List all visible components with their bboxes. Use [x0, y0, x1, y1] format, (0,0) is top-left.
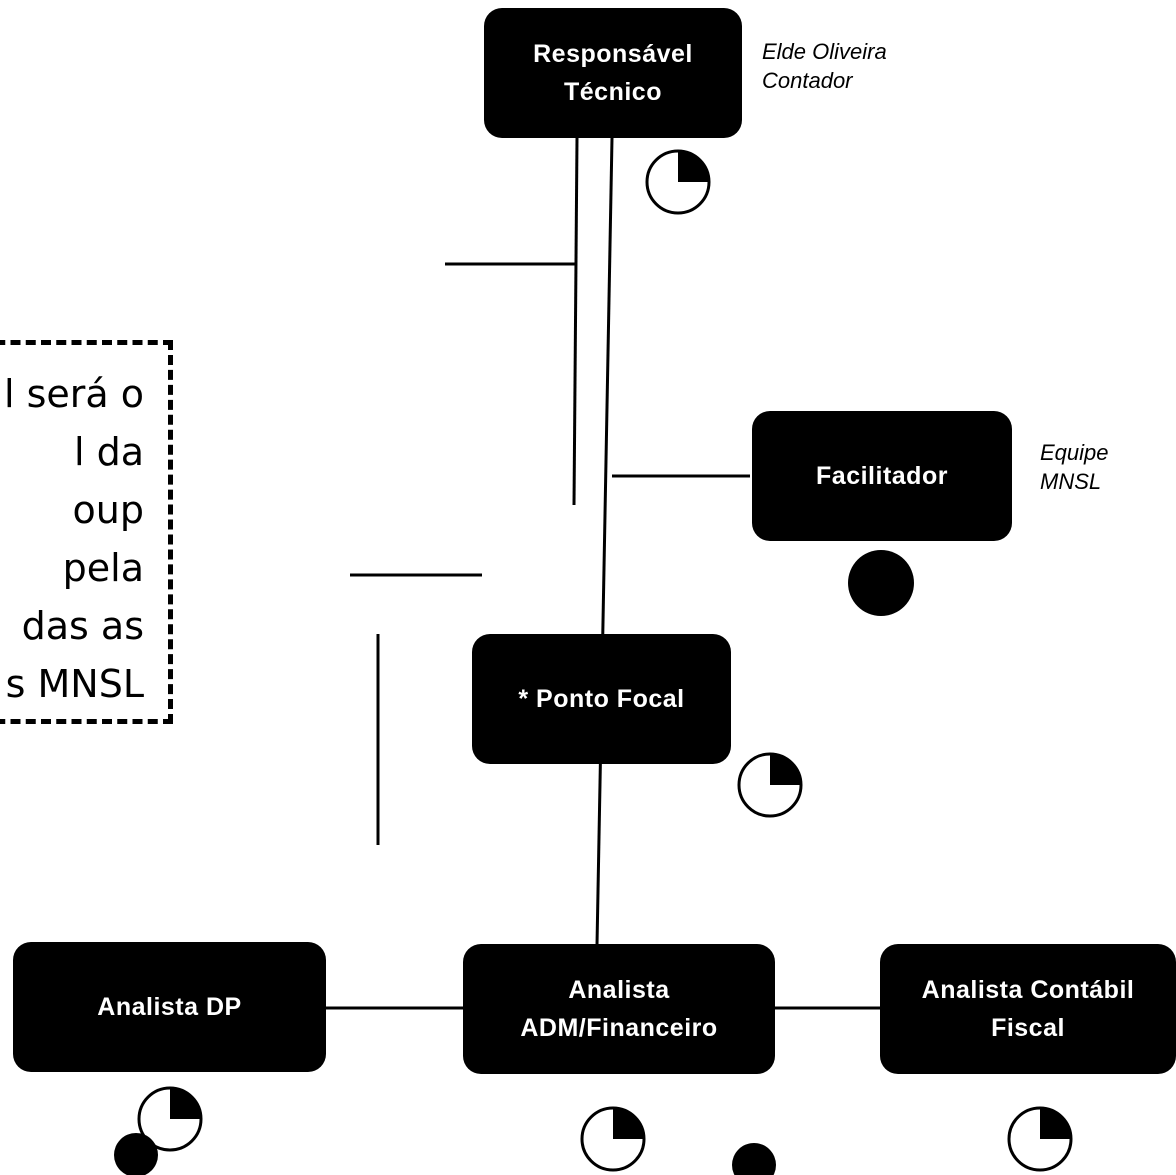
- dashed-note-line: pela: [62, 546, 144, 590]
- quarter-circle-indicator: [645, 149, 711, 215]
- quarter-circle-indicator: [737, 752, 803, 818]
- note-line: MNSL: [1040, 469, 1102, 494]
- node-label: Fiscal: [991, 1014, 1065, 1042]
- node-ponto-focal: * Ponto Focal: [472, 634, 731, 764]
- quarter-circle-indicator: [137, 1086, 203, 1152]
- node-label: Técnico: [564, 78, 662, 106]
- node-analista-dp: Analista DP: [13, 942, 326, 1072]
- dashed-note-line: oup: [72, 488, 144, 532]
- quarter-circle-indicator: [1007, 1106, 1073, 1172]
- node-label: Responsável: [533, 40, 693, 68]
- node-label: Analista Contábil: [921, 976, 1135, 1004]
- full-circle-indicator: [848, 550, 914, 616]
- node-responsavel-tecnico: Responsável Técnico: [484, 8, 742, 138]
- node-label: * Ponto Focal: [518, 685, 685, 713]
- node-analista-contabil-fiscal: Analista Contábil Fiscal: [880, 944, 1176, 1074]
- dashed-note-line: l será o: [3, 372, 144, 416]
- note-line: Contador: [762, 68, 853, 93]
- dashed-note-line: s MNSL: [5, 662, 144, 706]
- node-label: Analista: [568, 976, 670, 1004]
- dashed-note-line: das as: [21, 604, 144, 648]
- note-elde-oliveira: Elde Oliveira Contador: [762, 37, 887, 95]
- node-label: Facilitador: [816, 462, 948, 490]
- node-label: Analista DP: [97, 993, 242, 1021]
- note-line: Equipe: [1040, 440, 1109, 465]
- dot-marker: [114, 1133, 158, 1175]
- dashed-note-line: l da: [73, 430, 144, 474]
- quarter-circle-indicator: [580, 1106, 646, 1172]
- dot-marker: [732, 1143, 776, 1175]
- node-facilitador: Facilitador: [752, 411, 1012, 541]
- node-analista-adm-financeiro: Analista ADM/Financeiro: [463, 944, 775, 1074]
- note-equipe-mnsl: Equipe MNSL: [1040, 438, 1109, 496]
- dashed-note-box: l será o l da oup pela das as s MNSL: [0, 340, 173, 724]
- node-label: ADM/Financeiro: [520, 1014, 718, 1042]
- note-line: Elde Oliveira: [762, 39, 887, 64]
